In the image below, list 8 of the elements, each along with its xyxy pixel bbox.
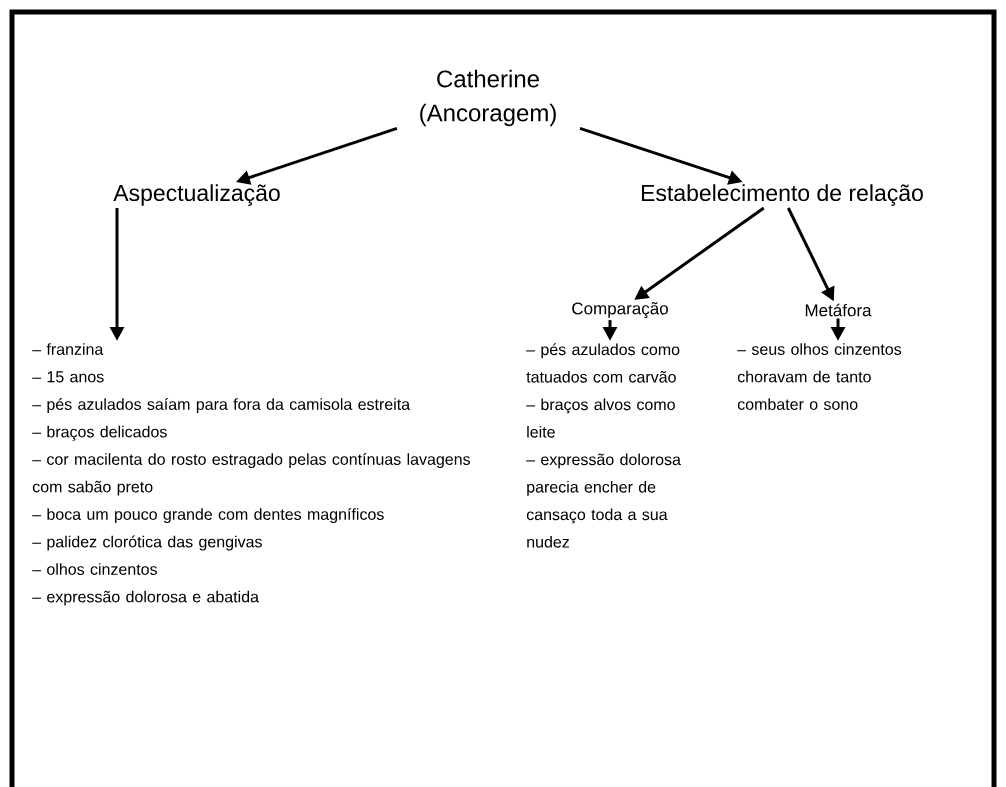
- category-text: Aspectualização: [113, 184, 280, 206]
- subcategory-text: Metáfora: [805, 303, 872, 317]
- heading-text: Catherine (Ancoragem): [420, 69, 556, 127]
- item-list: – franzina – 15 anos – pés azulados saíam para fora da camisola estreita – braços delicados – cor macilenta do rosto estragado pelas contínuas lavagens com sabão preto – boca um pouco grande com dentes magníficos – palidez clorótica das gengivas – olhos cinzentos – expressão dolorosa e abatida: [32, 343, 470, 606]
- category-text: Estabelecimento de relação: [641, 184, 923, 206]
- item-list: – pés azulados como tatuados com carvão – braços alvos como leite – expressão dolorosa parecia encher de cansaço toda a sua nudez: [526, 343, 681, 548]
- item-list: – seus olhos cinzentos choravam de tanto combater o sono: [737, 343, 902, 410]
- subcategory-text: Comparação: [572, 302, 668, 318]
